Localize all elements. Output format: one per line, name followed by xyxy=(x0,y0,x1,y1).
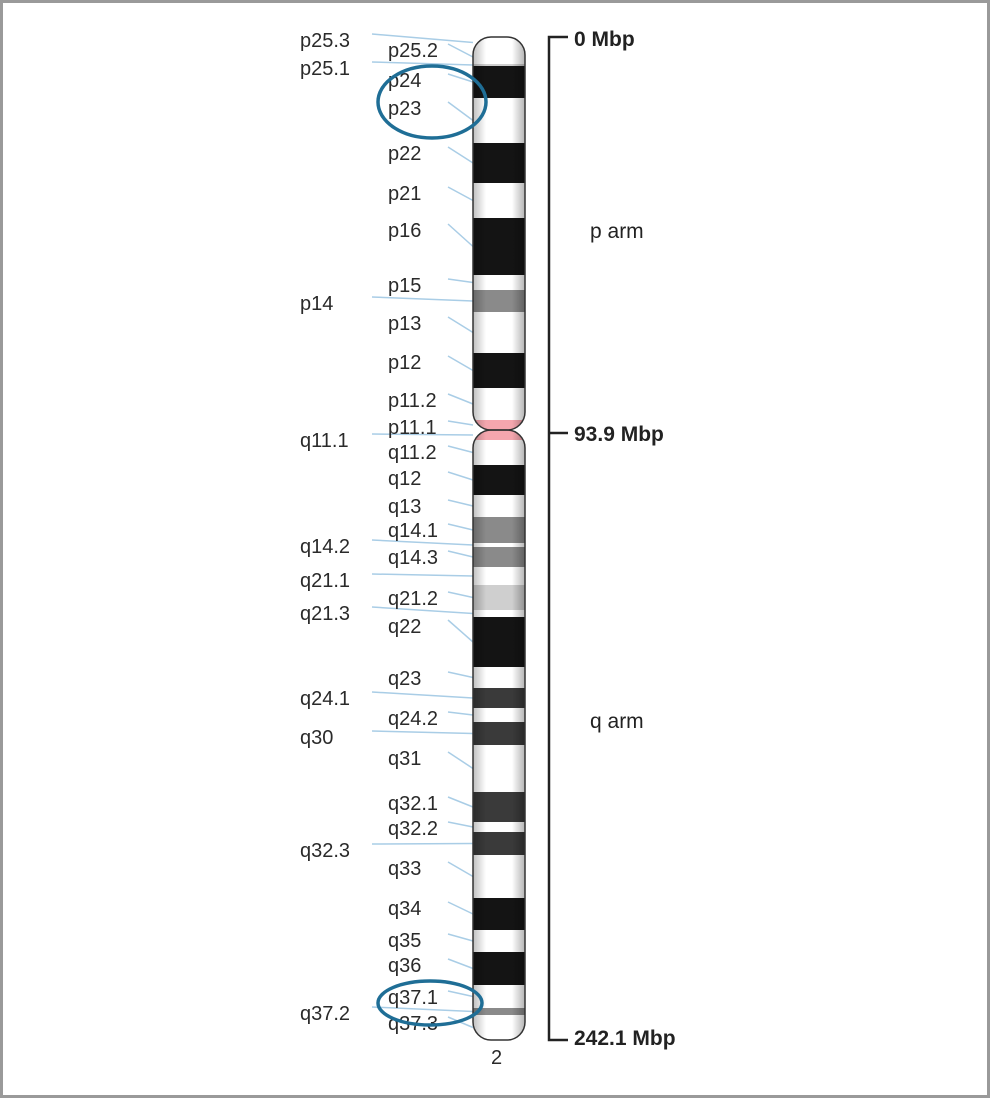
band-label: p24 xyxy=(388,70,421,92)
leader-line xyxy=(447,550,474,558)
band-label: p23 xyxy=(388,98,421,120)
leader-line xyxy=(447,796,474,808)
band-label: q32.2 xyxy=(388,818,438,840)
leader-line xyxy=(447,933,474,942)
band-label: q32.1 xyxy=(388,793,438,815)
leader-line xyxy=(447,711,474,716)
band-label: q30 xyxy=(300,727,333,749)
leader-line xyxy=(447,821,474,828)
leader-line xyxy=(447,278,474,284)
band-label: q21.3 xyxy=(300,603,350,625)
leader-line xyxy=(371,33,474,44)
band-label: q37.2 xyxy=(300,1003,350,1025)
band-label: q14.2 xyxy=(300,536,350,558)
leader-line xyxy=(447,445,474,454)
band-label: p25.2 xyxy=(388,40,438,62)
band-label: q13 xyxy=(388,496,421,518)
leader-line xyxy=(447,101,474,122)
band-label: q24.2 xyxy=(388,708,438,730)
leader-line xyxy=(371,842,474,845)
band-label: q35 xyxy=(388,930,421,952)
q-arm-outline xyxy=(472,429,526,1041)
leader-line xyxy=(371,296,474,302)
leader-line xyxy=(447,393,474,405)
scale-bar: 0 Mbp 93.9 Mbp 242.1 Mbp xyxy=(547,28,676,1050)
band-label: p12 xyxy=(388,352,421,374)
leader-line xyxy=(447,901,474,915)
band-label: p22 xyxy=(388,143,421,165)
band-label: p16 xyxy=(388,220,421,242)
q-arm-label: q arm xyxy=(590,710,644,733)
scale-label-top: 0 Mbp xyxy=(574,28,635,51)
band-label: q14.3 xyxy=(388,547,438,569)
leader-line xyxy=(447,591,474,599)
band-label: q22 xyxy=(388,616,421,638)
band-label: p21 xyxy=(388,183,421,205)
leader-line xyxy=(447,861,474,878)
band-label: q23 xyxy=(388,668,421,690)
highlight-ellipse-q37 xyxy=(376,979,484,1027)
band-label: q32.3 xyxy=(300,840,350,862)
leader-line xyxy=(447,619,474,643)
leader-line xyxy=(447,420,474,426)
leader-line xyxy=(447,223,474,248)
band-label: q33 xyxy=(388,858,421,880)
leader-line xyxy=(447,146,474,164)
band-label: p13 xyxy=(388,313,421,335)
band-label: q14.1 xyxy=(388,520,438,542)
chromosome-number: 2 xyxy=(491,1047,502,1069)
band-label: q21.2 xyxy=(388,588,438,610)
leader-line xyxy=(447,186,474,202)
leader-line xyxy=(371,573,474,577)
leader-line xyxy=(447,316,474,334)
band-label: p15 xyxy=(388,275,421,297)
leader-line xyxy=(447,751,474,770)
band-label: q12 xyxy=(388,468,421,490)
leader-line xyxy=(371,433,474,436)
leader-line xyxy=(447,43,474,58)
p-arm-outline xyxy=(472,36,526,431)
band-label: p14 xyxy=(300,293,333,315)
leader-line xyxy=(371,606,474,615)
band-label: q34 xyxy=(388,898,421,920)
leader-line xyxy=(371,691,474,699)
band-label: q24.1 xyxy=(300,688,350,710)
scale-label-bottom: 242.1 Mbp xyxy=(574,1027,676,1050)
leader-line xyxy=(371,730,474,735)
band-label: q31 xyxy=(388,748,421,770)
leader-line xyxy=(447,671,474,679)
leader-line xyxy=(371,539,474,546)
band-label: q11.2 xyxy=(388,442,437,464)
band-label: q36 xyxy=(388,955,421,977)
band-label: p11.1 xyxy=(388,417,437,439)
leader-line xyxy=(447,499,474,507)
leader-line xyxy=(371,61,474,66)
band-label: p25.3 xyxy=(300,30,350,52)
leader-line xyxy=(447,355,474,372)
leader-line xyxy=(447,73,474,83)
band-label: q21.1 xyxy=(300,570,350,592)
leader-line xyxy=(447,523,474,531)
band-label: q37.1 xyxy=(388,987,438,1009)
leader-line xyxy=(447,958,474,970)
leader-line xyxy=(447,990,474,998)
highlight-ellipse-p23 xyxy=(376,64,488,140)
band-label: p11.2 xyxy=(388,390,437,412)
scale-label-centromere: 93.9 Mbp xyxy=(574,423,664,446)
p-arm-label: p arm xyxy=(590,220,644,243)
band-label: p25.1 xyxy=(300,58,350,80)
band-label: q11.1 xyxy=(300,430,349,452)
leader-line xyxy=(371,1006,474,1013)
leader-line xyxy=(447,471,474,481)
